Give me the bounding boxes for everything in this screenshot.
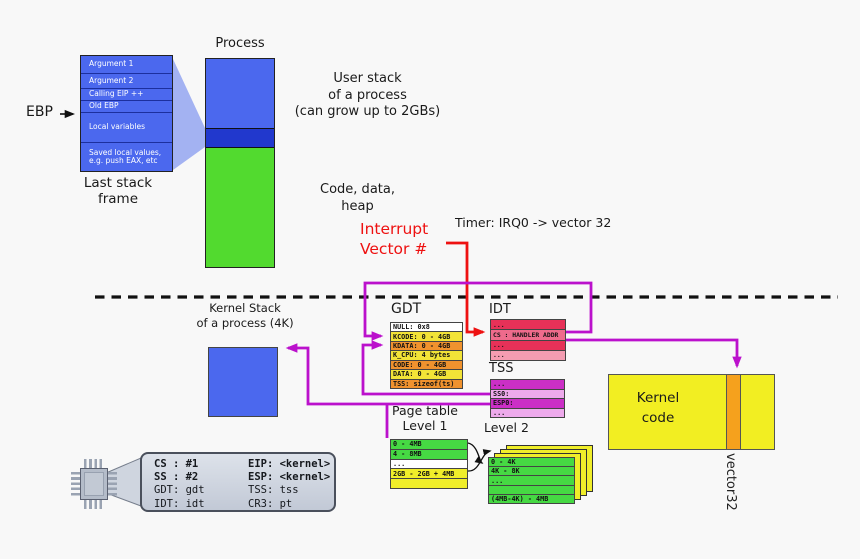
table-row: ... (391, 459, 467, 470)
table-row: ... (491, 350, 565, 360)
table-row: 2GB - 2GB + 4MB (391, 469, 467, 480)
ebp-label: EBP (26, 104, 53, 120)
table-row: 4 - 8MB (391, 449, 467, 460)
process-code-data-segment (206, 148, 274, 267)
table-row: DATA: 0 - 4GB (391, 370, 462, 380)
table-row: NULL: 0x8 (391, 323, 462, 333)
table-row: Saved local values, e.g. push EAX, etc (89, 147, 162, 165)
table-row: K_CPU: 4 bytes (391, 351, 462, 361)
caption-line: Vector # (360, 240, 428, 258)
kernel-stack-box (208, 347, 278, 417)
table-row: IDT: idt (154, 497, 205, 510)
caption-line: Kernel (636, 390, 680, 406)
table-row: Calling EIP ++ (81, 89, 172, 101)
gdt-title: GDT (391, 301, 422, 317)
table-row: SS : #2 (154, 471, 199, 484)
table-row (489, 485, 574, 495)
caption-line: of a process (328, 87, 407, 103)
table-row: CS : #1 (154, 458, 199, 470)
cpu-chip-icon (80, 468, 108, 500)
caption-line: Page table (392, 403, 458, 418)
table-row: (4MB-4K) - 4MB (489, 494, 574, 504)
table-row: Old EBP (81, 101, 172, 113)
code-data-heap-caption: Code, data, heap (300, 181, 415, 215)
caption-line: Level 1 (402, 418, 448, 433)
page-table-l2-title: Level 2 (484, 420, 529, 435)
stack-zoom-trapezoid (173, 59, 205, 170)
table-row: 0 - 4MB (391, 440, 467, 450)
caption-line: of a process (4K) (196, 315, 294, 330)
table-row: Local variables (81, 113, 172, 143)
process-title: Process (215, 36, 265, 51)
table-row: CODE: 0 - 4GB (391, 360, 462, 371)
caption-line: code (641, 410, 675, 426)
table-row: ESP: <kernel> (248, 471, 331, 484)
table-row: 4K - 8K (489, 467, 574, 477)
table-row: Argument 2 (81, 74, 172, 89)
table-row: 0 - 4K (489, 458, 574, 468)
kernel-code-box (608, 374, 775, 450)
caption-line: Code, data, (320, 182, 395, 197)
idt-title: IDT (489, 302, 511, 317)
table-row: ESP0: (491, 399, 564, 409)
idt-table: ...CS : HANDLER ADDR...... (490, 319, 566, 361)
kernel-code-caption: Kernel code (608, 388, 708, 428)
table-row: TSS: tss (248, 484, 299, 497)
table-row: ... (491, 408, 564, 417)
table-row: CR3: pt (248, 497, 293, 510)
process-user-stack-segment (206, 59, 274, 129)
cpu-chip-pins (84, 500, 105, 509)
table-row: Argument 1 (81, 56, 172, 74)
table-row: EIP: <kernel> (248, 458, 331, 470)
table-row: KDATA: 0 - 4GB (391, 341, 462, 352)
vector32-stripe (726, 375, 741, 449)
caption-line: Kernel Stack (209, 301, 281, 315)
table-row: CS : HANDLER ADDR (491, 330, 565, 341)
cpu-chip-pins (108, 472, 117, 498)
tss-title: TSS (489, 361, 514, 376)
vector32-label: vector32 (723, 453, 738, 511)
table-row: TSS: sizeof(ts) (391, 379, 462, 388)
table-row: ... (489, 476, 574, 486)
caption-line: Last stack (83, 175, 153, 191)
table-row: ... (491, 340, 565, 351)
caption-line: Interrupt (360, 220, 429, 238)
caption-line: frame (97, 191, 139, 207)
cpu-chip-pins (84, 459, 105, 468)
process-box (205, 58, 275, 268)
table-row: ... (491, 320, 565, 331)
caption-line: User stack (333, 71, 402, 86)
table-row: SS0: (491, 389, 564, 399)
table-row: GDT: gdt (154, 484, 205, 497)
table-row (391, 479, 467, 488)
caption-line: (can grow up to 2GBs) (294, 104, 441, 119)
tss-table: ...SS0:ESP0:... (490, 379, 565, 418)
cpu-chip-pins (71, 472, 80, 498)
process-stack-frame-band (206, 129, 274, 148)
table-row: KCODE: 0 - 4GB (391, 332, 462, 342)
table-row: ... (491, 380, 564, 390)
timer-irq-caption: Timer: IRQ0 -> vector 32 (455, 215, 612, 230)
caption-line: heap (341, 199, 374, 214)
